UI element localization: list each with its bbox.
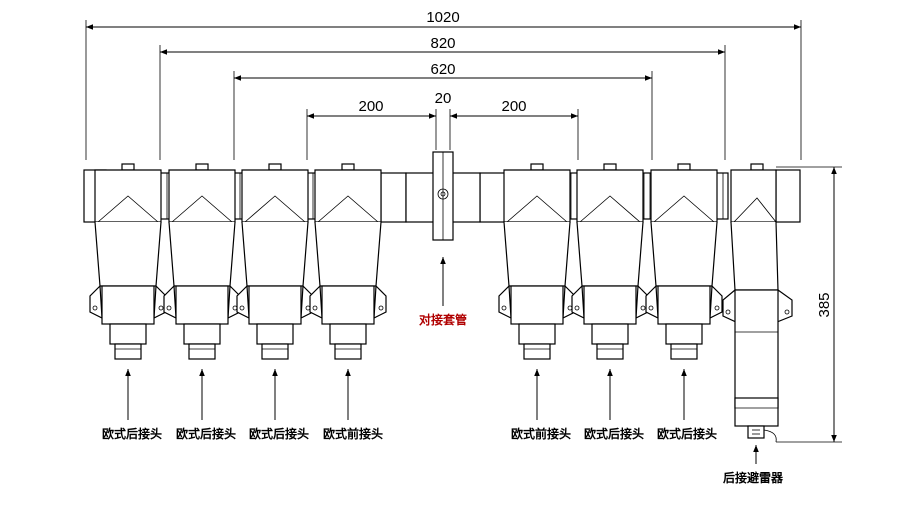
dimension-1020-label: 1020 [426,9,459,26]
bus-assembly [83,151,801,443]
connector-rear-4 [571,163,649,360]
dimension-620-label: 620 [430,61,455,78]
arrester-unit [722,163,793,443]
connector-rear-1 [89,163,167,360]
label-euro-rear-4: 欧式后接头 [584,426,644,441]
connector-rear-5 [645,163,723,360]
dimension-820: 820 [159,35,726,160]
label-euro-rear-1: 欧式后接头 [102,426,162,441]
dimension-200-right: 200 [450,98,579,160]
coupling-tube-right [479,172,506,223]
dimension-20-label: 20 [435,90,452,107]
connector-front-right [498,163,576,360]
dimension-200-left-label: 200 [358,98,383,115]
dimension-200-left: 200 [306,98,436,160]
label-coupling-sleeve: 对接套管 [419,312,467,327]
dimension-385: 385 [776,166,842,443]
coupling-bolt-icon [437,188,449,200]
dimension-20: 20 [435,90,452,150]
right-end-cap [775,169,801,223]
connector-rear-2 [163,163,241,360]
label-euro-front-right: 欧式前接头 [511,426,571,441]
label-euro-rear-3: 欧式后接头 [249,426,309,441]
connector-rear-3 [236,163,314,360]
connector-front-left [309,163,387,360]
part-labels: 欧式后接头 欧式后接头 欧式后接头 欧式前接头 对接套管 欧式前接头 欧式后接头… [102,312,784,485]
label-euro-front-left: 欧式前接头 [323,426,383,441]
label-rear-arrester: 后接避雷器 [723,470,784,485]
label-euro-rear-5: 欧式后接头 [657,426,717,441]
dimension-200-right-label: 200 [501,98,526,115]
dimension-1020: 1020 [85,9,802,160]
dimension-385-label: 385 [816,292,833,317]
leader-arrows [125,257,759,464]
dimension-820-label: 820 [430,35,455,52]
dimension-620: 620 [233,61,653,160]
label-euro-rear-2: 欧式后接头 [176,426,236,441]
coupling-tube-left [380,172,407,223]
